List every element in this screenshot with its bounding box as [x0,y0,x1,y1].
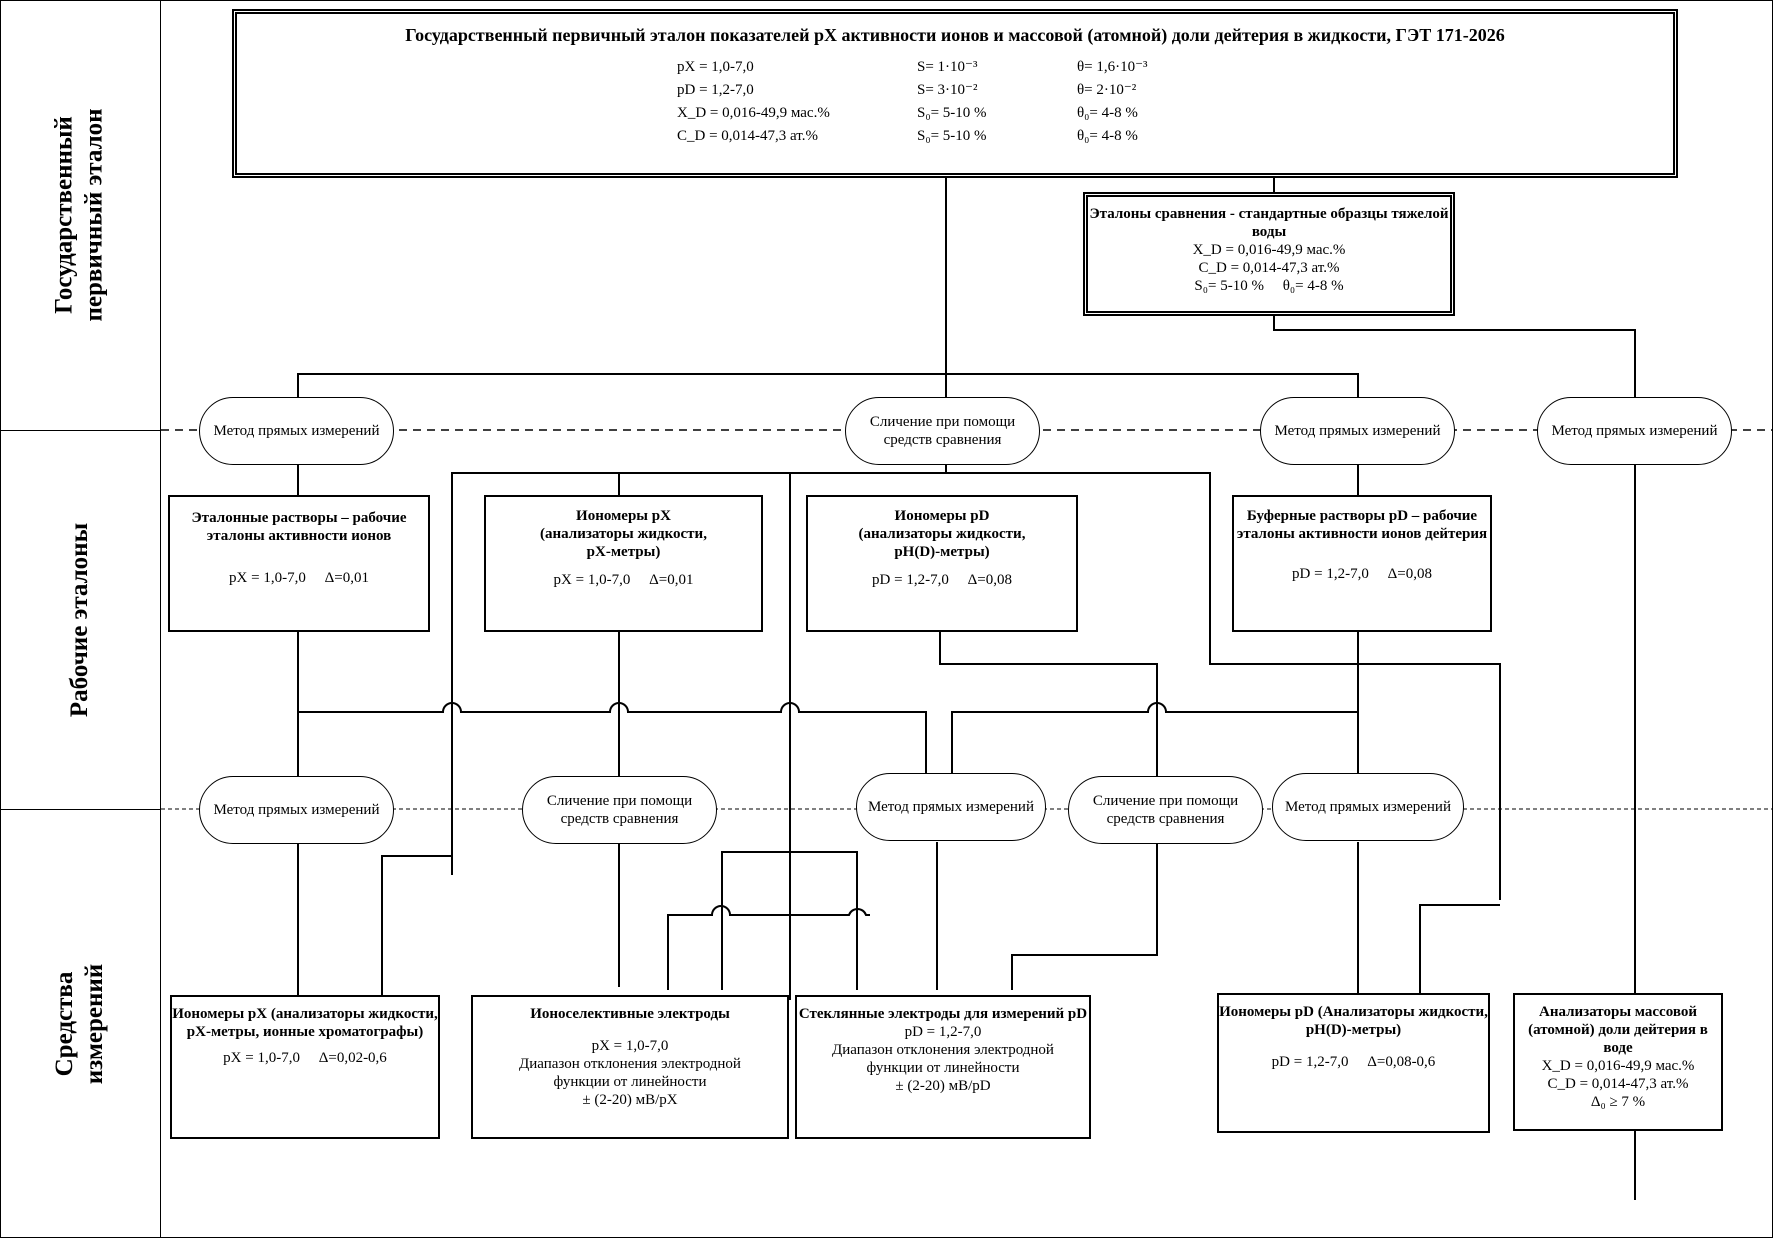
sidebar-divider [160,0,161,1238]
comparison-standards-line: X_D = 0,016-49,9 мас.% [1192,242,1346,258]
comparison-standards-line: C_D = 0,014-47,3 ат.% [1198,260,1340,276]
working-buffers-box: Буферные растворы pD – рабочие эталоны а… [1232,495,1492,632]
comparison-standards-line: S₀= 5-10 % θ₀= 4-8 % [1194,278,1344,294]
param: S= 1·10⁻³ [917,59,978,75]
param: S₀= 5-10 % [917,128,987,144]
param: X_D = 0,016-49,9 мас.% [677,105,830,121]
working-ionomers-px-box: Иономеры pX (анализаторы жидкости, pX-ме… [484,495,763,632]
sidebar-separator-2 [0,809,161,810]
method-direct-m5: Метод прямых измерений [1272,773,1464,841]
primary-standard-title: Государственный первичный эталон показат… [405,25,1505,45]
param: S₀= 5-10 % [917,105,987,121]
comparison-standards-box: Эталоны сравнения - стандартные образцы … [1083,192,1455,316]
method-direct-m3: Метод прямых измерений [856,773,1046,841]
method-direct-2: Метод прямых измерений [1260,397,1455,465]
comparison-standards-title: Эталоны сравнения - стандартные образцы … [1089,206,1449,240]
instrument-glass-box: Стеклянные электроды для измерений pD pD… [795,995,1091,1139]
method-comparison-top: Сличение при помощи средств сравнения [845,397,1040,465]
param: pX = 1,0-7,0 [677,59,754,75]
instrument-ise-box: Ионоселективные электроды pX = 1,0-7,0 Д… [471,995,789,1139]
working-ionomers-pd-box: Иономеры pD (анализаторы жидкости, pH(D)… [806,495,1078,632]
param: pD = 1,2-7,0 [677,82,754,98]
param: θ₀= 4-8 % [1077,105,1138,121]
primary-standard-box: Государственный первичный эталон показат… [232,9,1678,178]
instrument-analyzers-box: Анализаторы массовой (атомной) доли дейт… [1513,993,1723,1131]
param: θ= 1,6·10⁻³ [1077,59,1148,75]
primary-standard-params: pX = 1,0-7,0 S= 1·10⁻³ θ= 1,6·10⁻³ pD = … [677,58,1673,145]
method-direct-3: Метод прямых измерений [1537,397,1732,465]
param: θ= 2·10⁻² [1077,82,1137,98]
instrument-ionomers-pd-box: Иономеры pD (Анализаторы жидкости, pH(D)… [1217,993,1490,1133]
param: θ₀= 4-8 % [1077,128,1138,144]
method-direct-1: Метод прямых измерений [199,397,394,465]
method-direct-m1: Метод прямых измерений [199,776,394,844]
sidebar-separator-1 [0,430,161,431]
method-comparison-m4: Сличение при помощи средств сравнения [1068,776,1263,844]
instrument-ionomers-px-box: Иономеры pX (анализаторы жидкости, pX-ме… [170,995,440,1139]
working-solutions-box: Эталонные растворы – рабочие эталоны акт… [168,495,430,632]
param: S= 3·10⁻² [917,82,978,98]
param: C_D = 0,014-47,3 ат.% [677,128,818,144]
method-comparison-m2: Сличение при помощи средств сравнения [522,776,717,844]
